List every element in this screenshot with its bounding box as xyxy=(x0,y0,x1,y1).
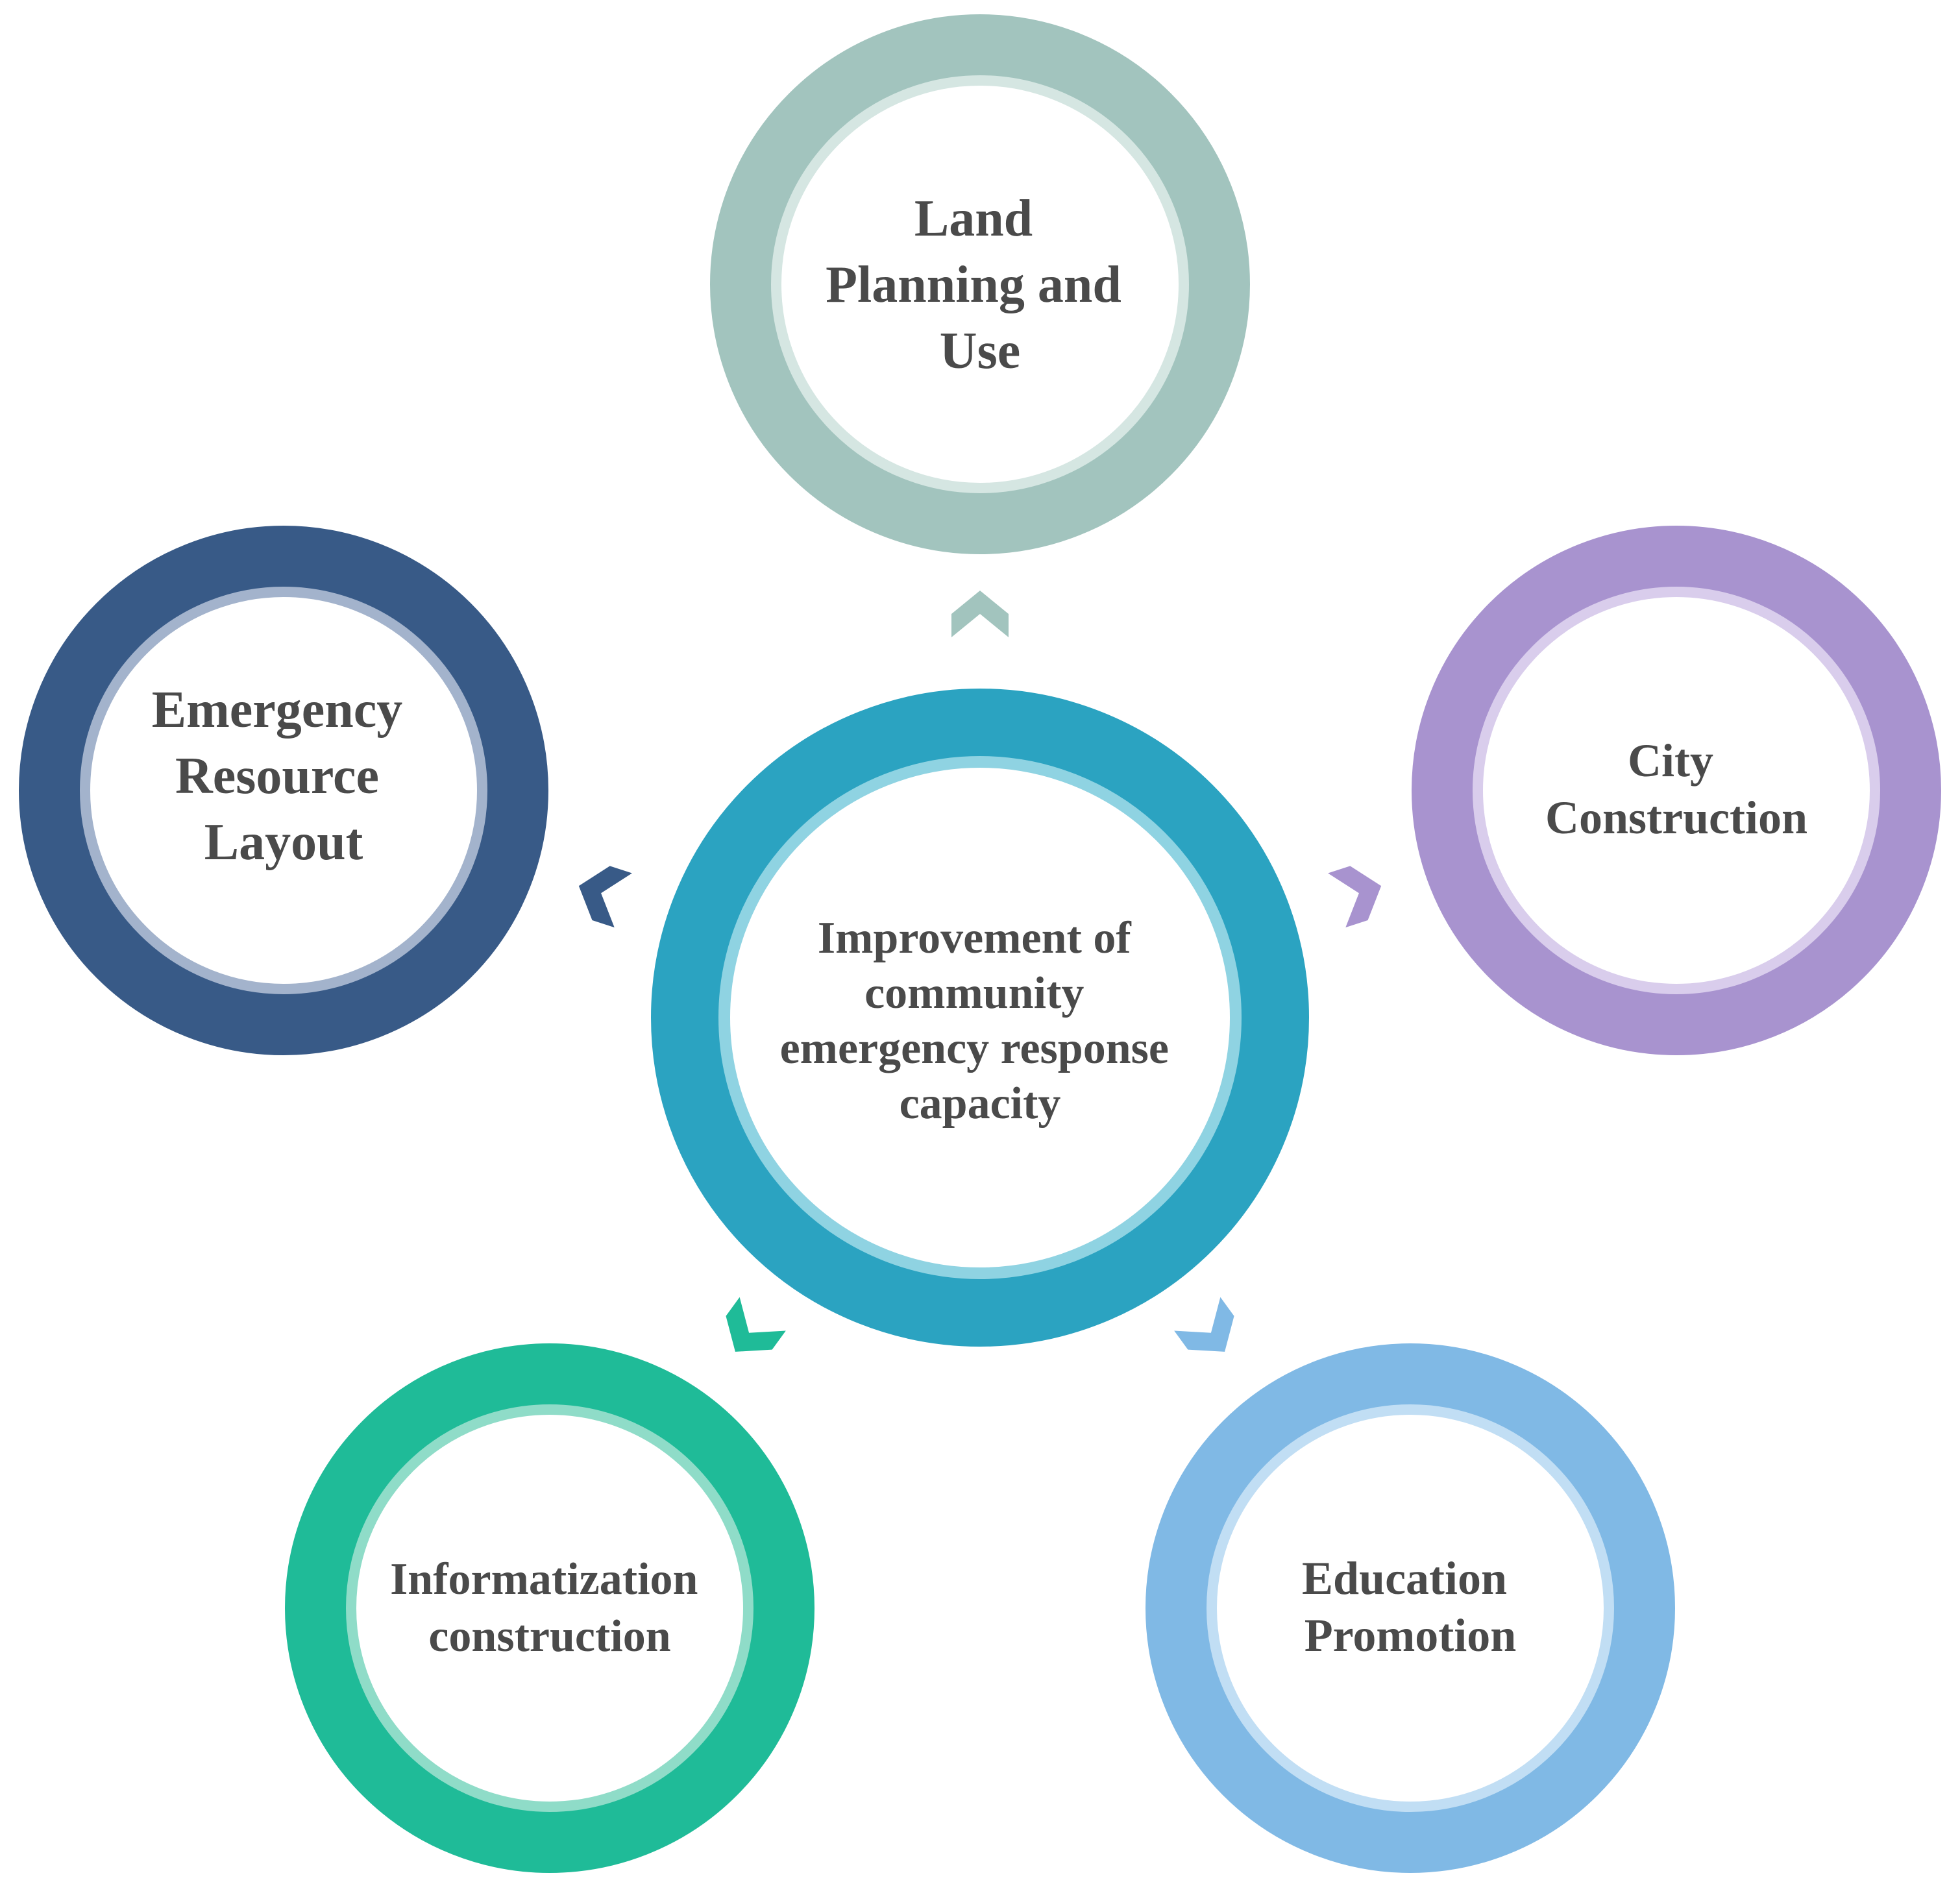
node-label-line: Informatization xyxy=(390,1554,698,1604)
node-label-line: Promotion xyxy=(1305,1609,1517,1661)
node-label-line: Resource xyxy=(175,748,379,805)
node-education-promotion: Education Promotion xyxy=(1145,1343,1675,1873)
arrow-land-planning xyxy=(951,591,1009,637)
node-informatization-construction: Informatization construction xyxy=(285,1343,815,1873)
node-label-line: Use xyxy=(940,323,1020,380)
center-label-line: Improvement of xyxy=(818,913,1131,963)
svg-text:City Construction: City Construction xyxy=(1545,735,1807,844)
node-city-construction: City Construction xyxy=(1412,526,1941,1055)
svg-text:Improvement of community: Improvement of community emergency respo… xyxy=(780,913,1181,1129)
node-label-line: construction xyxy=(428,1611,670,1661)
svg-text:Emergency Resource: Emergency Resource Layout xyxy=(152,681,416,871)
arrow-informatization-construction xyxy=(726,1297,786,1352)
node-label-line: Land xyxy=(914,190,1033,247)
svg-text:Informatization construc: Informatization construction xyxy=(390,1554,709,1661)
node-label-line: Construction xyxy=(1545,792,1807,844)
node-land-planning: Land Planning and Use xyxy=(710,14,1250,554)
center-label-line: community xyxy=(864,968,1084,1018)
node-label-line: Planning and xyxy=(826,256,1121,313)
arrow-city-construction xyxy=(1328,866,1382,928)
svg-text:Land Planning and: Land Planning and Use xyxy=(826,190,1134,380)
node-label-line: City xyxy=(1628,735,1713,787)
arrow-education-promotion xyxy=(1174,1297,1234,1352)
center-node: Improvement of community emergency respo… xyxy=(651,689,1309,1347)
node-label-line: Education xyxy=(1302,1552,1507,1604)
node-label-line: Layout xyxy=(204,814,363,871)
center-label-line: capacity xyxy=(900,1079,1061,1129)
arrow-emergency-resource-layout xyxy=(578,866,632,928)
node-label-line: Emergency xyxy=(152,681,403,739)
node-emergency-resource-layout: Emergency Resource Layout xyxy=(19,526,548,1055)
svg-text:Education Promotion: Education Promotion xyxy=(1302,1552,1519,1661)
center-label-line: emergency response xyxy=(780,1023,1169,1073)
